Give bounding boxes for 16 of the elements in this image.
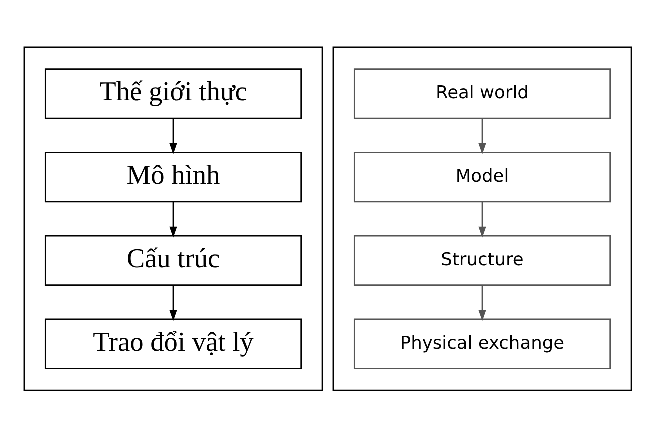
node-box: Cấu trúc: [44, 234, 302, 286]
node-box: Model: [354, 152, 612, 202]
arrow: [478, 284, 486, 321]
node-box: Trao đổi vật lý: [44, 318, 302, 369]
cluster: [332, 46, 632, 391]
node-box: Mô hình: [44, 152, 302, 202]
cluster: [24, 46, 324, 391]
arrow: [170, 284, 178, 321]
arrow: [478, 202, 486, 238]
arrow: [170, 118, 178, 154]
arrow: [170, 202, 178, 238]
node-box: Structure: [354, 234, 612, 286]
node-box: Thế giới thực: [44, 68, 302, 119]
node-box: Real world: [354, 68, 612, 119]
arrow: [478, 118, 486, 154]
node-box: Physical exchange: [354, 318, 612, 369]
